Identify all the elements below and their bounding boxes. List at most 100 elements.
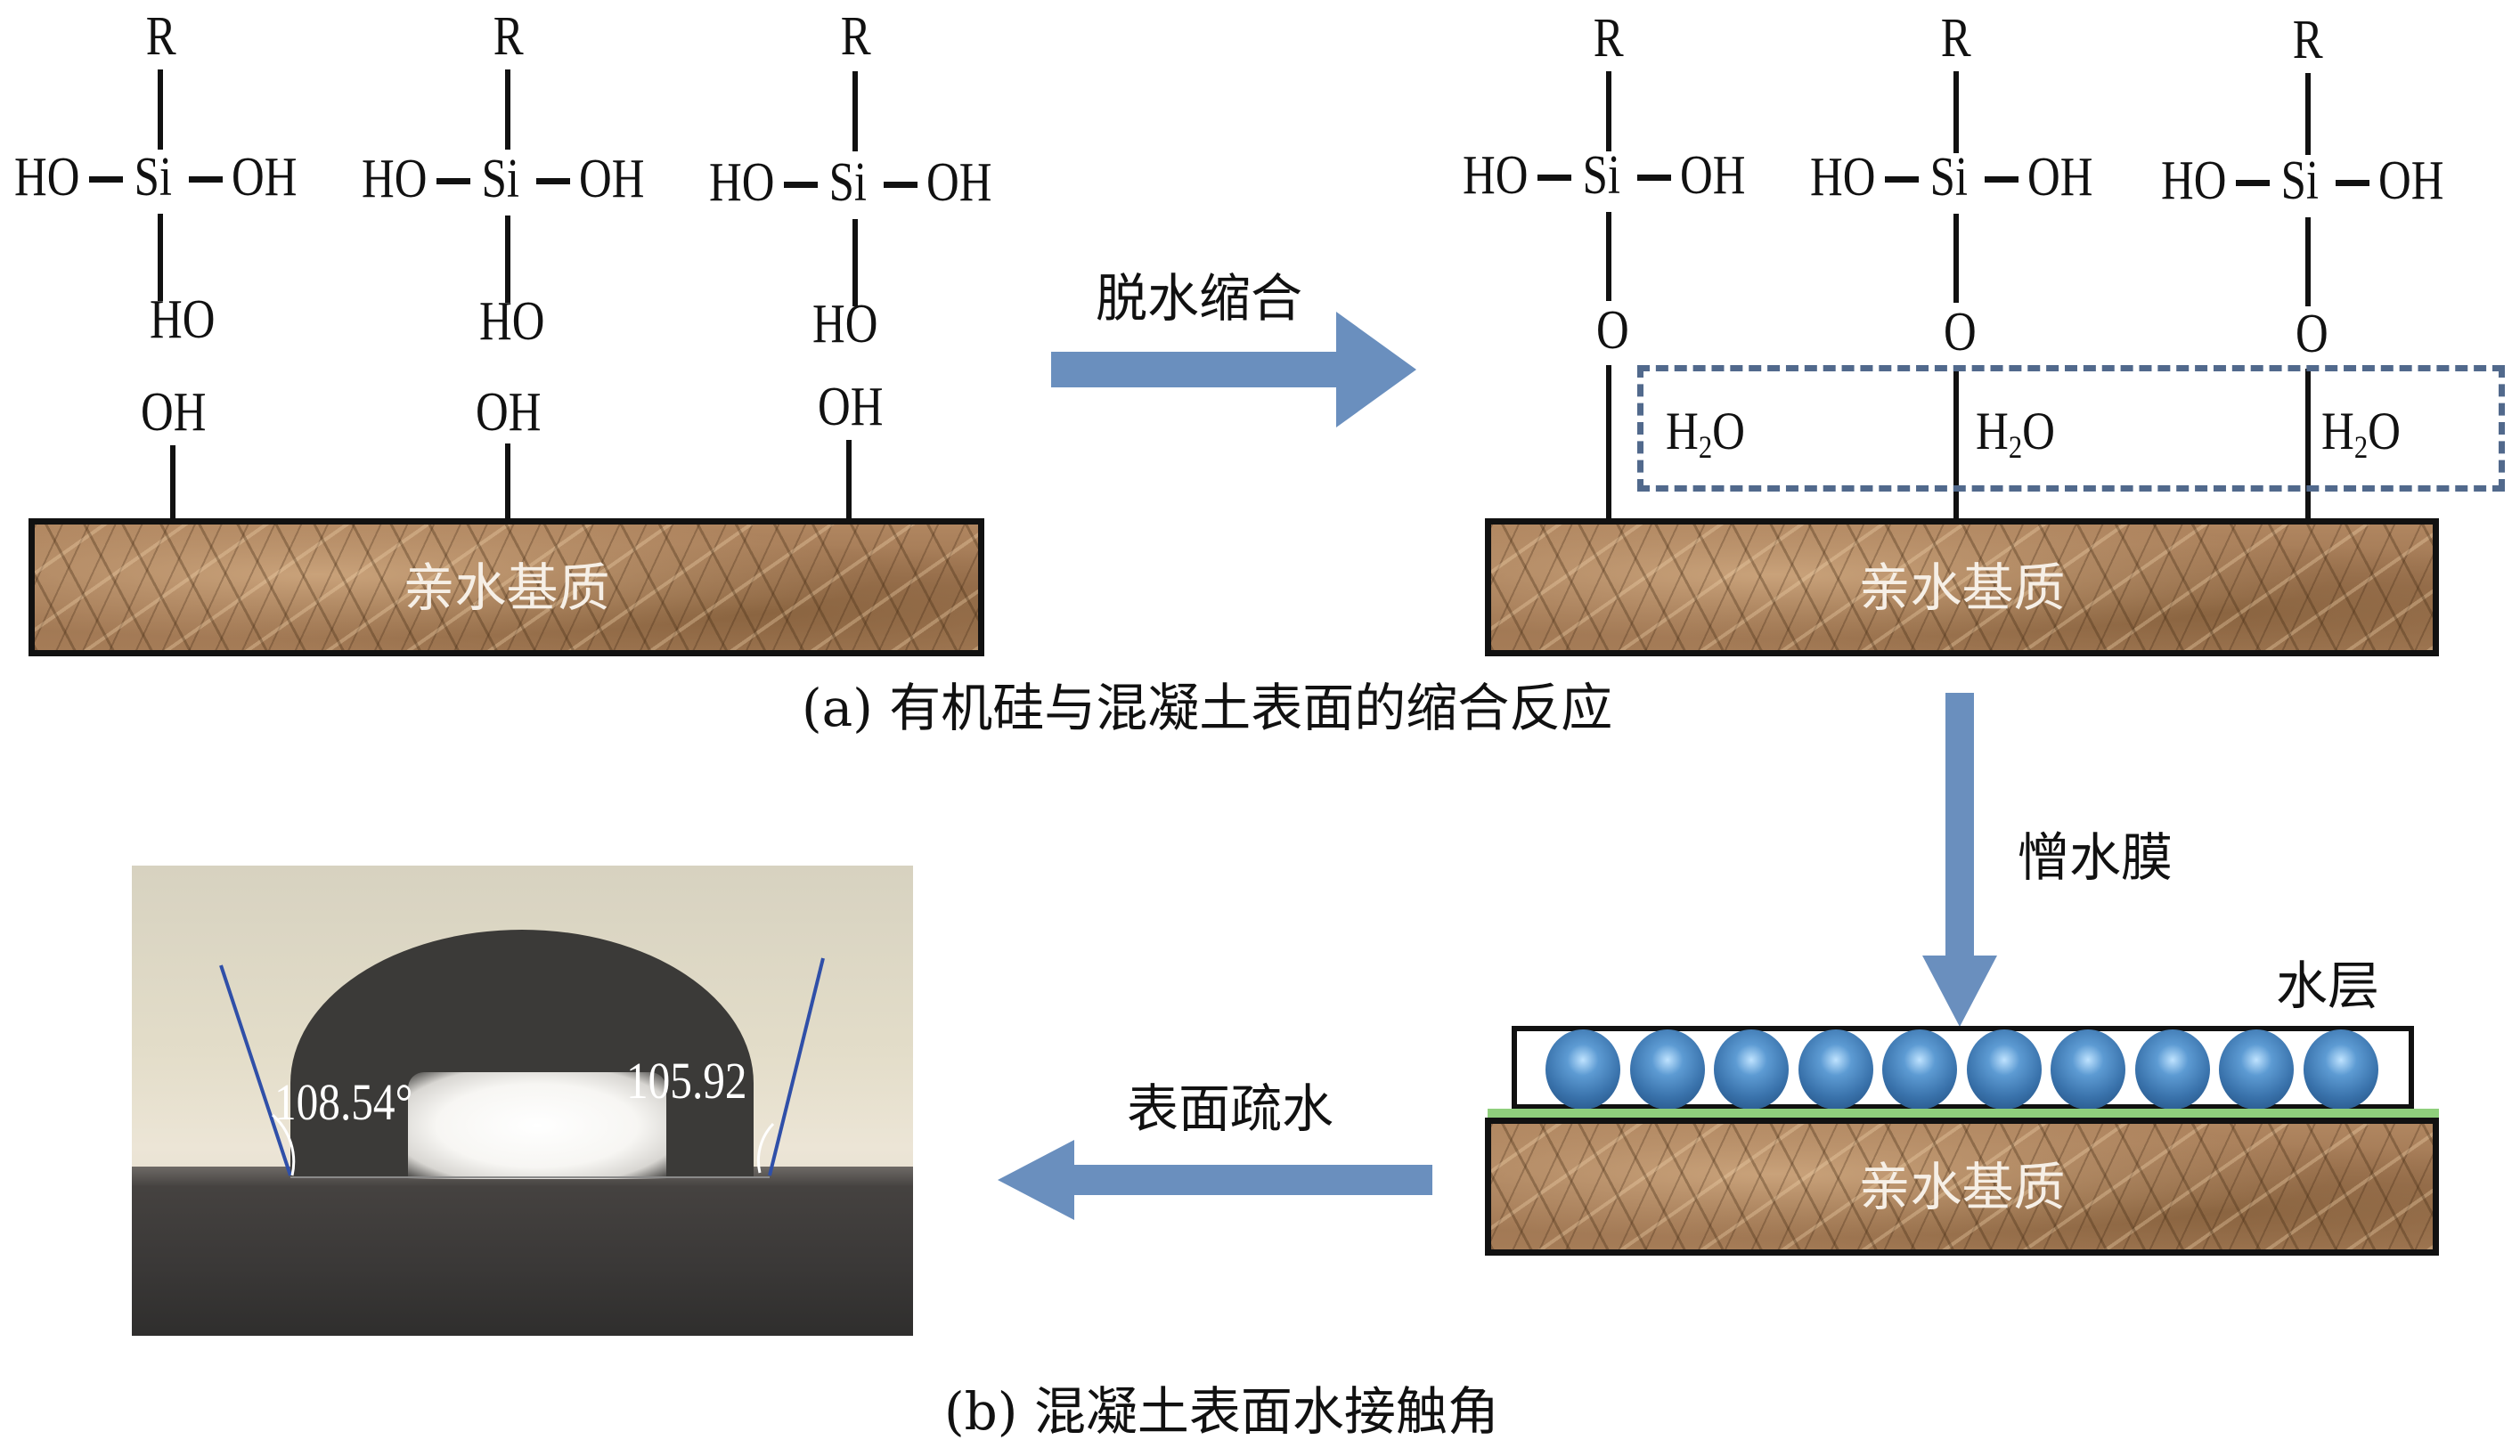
water-droplet <box>2219 1029 2295 1110</box>
r-group-label: R <box>1593 8 1624 69</box>
bond-line <box>852 71 858 151</box>
hydroxyl-label: OH <box>1680 145 1746 206</box>
water-droplet <box>1798 1029 1873 1110</box>
bond-line <box>505 443 510 521</box>
hydroxyl-label: HO <box>1810 147 1876 207</box>
r-group-label: R <box>493 6 524 67</box>
bond-line <box>1606 71 1611 151</box>
water-droplet <box>2134 1029 2210 1110</box>
hydroxyl-label: HO <box>709 152 775 213</box>
right-arrow-icon <box>1051 312 1425 427</box>
bond-line <box>1606 212 1611 301</box>
water-molecule-label: H2O <box>1666 402 1745 465</box>
hydroxyl-label: HO <box>14 147 80 207</box>
bond-line <box>505 69 510 150</box>
bond-line <box>189 176 223 183</box>
bond-line <box>852 219 858 306</box>
hydroxyl-label: OH <box>2378 150 2444 211</box>
silicon-label: Si <box>828 152 868 213</box>
bond-line <box>1606 365 1611 521</box>
water-droplet <box>2051 1029 2126 1110</box>
bond-line <box>2236 180 2270 186</box>
water-droplet <box>1714 1029 1790 1110</box>
hydrophobic-film <box>1488 1109 2439 1118</box>
bond-line <box>89 176 123 183</box>
r-group-label: R <box>1940 8 1971 69</box>
reaction-arrow-label: 脱水缩合 <box>1096 268 1303 329</box>
hydroxyl-label: HO <box>1463 145 1529 206</box>
drop-highlight <box>408 1072 666 1179</box>
hydroxyl-label: HO <box>362 149 428 209</box>
water-droplet <box>1629 1029 1705 1110</box>
down-arrow-icon <box>1915 693 2004 1031</box>
bond-line <box>2305 73 2311 155</box>
silicon-label: Si <box>2280 150 2320 211</box>
water-droplet <box>2304 1029 2378 1110</box>
right-contact-angle: 105.92 <box>626 1052 747 1110</box>
substrate-label: 亲水基质 <box>1858 557 2066 618</box>
surface-hydroxyl-label: OH <box>818 377 884 437</box>
tangent-lines <box>219 957 825 1178</box>
silicon-label: Si <box>1582 145 1621 206</box>
oxygen-label: O <box>1596 300 1629 361</box>
hydroxyl-label: HO <box>150 289 216 350</box>
water-droplet <box>1545 1029 1620 1110</box>
contact-angle-photo: 108.54° 105.92 <box>132 866 913 1336</box>
water-droplet <box>1966 1029 2042 1110</box>
caption-a: (a) 有机硅与混凝土表面的缩合反应 <box>802 678 1613 738</box>
bond-line <box>1953 71 1959 153</box>
hydroxyl-label: HO <box>2161 150 2227 211</box>
oxygen-label: O <box>1944 302 1977 362</box>
silicon-label: Si <box>134 147 173 207</box>
r-group-label: R <box>145 6 176 67</box>
bond-line <box>2336 180 2369 186</box>
film-arrow-label: 憎水膜 <box>2018 827 2173 888</box>
bond-line <box>536 178 570 184</box>
bond-line <box>1637 175 1671 181</box>
bond-line <box>158 69 163 150</box>
hydrophilic-substrate: 亲水基质 <box>1485 518 2439 656</box>
hydrophilic-substrate: 亲水基质 <box>29 518 984 656</box>
bond-line <box>784 182 818 188</box>
surface-hydroxyl-label: OH <box>476 382 542 443</box>
hydroxyl-label: OH <box>926 152 992 213</box>
substrate-label: 亲水基质 <box>403 557 610 618</box>
bond-line <box>158 214 163 301</box>
hydroxyl-label: OH <box>2027 147 2093 207</box>
surface-shadow <box>132 1167 913 1336</box>
bond-line <box>1953 367 1959 521</box>
bond-line <box>1885 176 1919 183</box>
bond-line <box>2305 217 2311 306</box>
left-contact-angle: 108.54° <box>274 1073 413 1131</box>
bond-line <box>846 440 852 521</box>
water-layer-label: 水层 <box>2276 956 2380 1016</box>
bond-line <box>1953 214 1959 303</box>
bond-line <box>436 178 470 184</box>
left-arrow-icon <box>998 1140 1434 1220</box>
bond-line <box>2305 369 2311 521</box>
hydrophobic-arrow-label: 表面疏水 <box>1127 1078 1334 1139</box>
water-molecule-label: H2O <box>2321 402 2401 465</box>
water-droplet <box>1882 1029 1958 1110</box>
silicon-label: Si <box>1929 147 1969 207</box>
hydroxyl-label: HO <box>479 291 545 352</box>
substrate-label: 亲水基质 <box>1858 1156 2066 1217</box>
water-byproduct-box <box>1637 365 2505 492</box>
bond-line <box>170 445 175 521</box>
r-group-label: R <box>2292 10 2323 70</box>
hydroxyl-label: HO <box>812 294 878 354</box>
hydroxyl-label: OH <box>232 147 298 207</box>
r-group-label: R <box>840 6 871 67</box>
water-molecule-label: H2O <box>1976 402 2055 465</box>
bond-line <box>884 182 917 188</box>
hydrophilic-substrate: 亲水基质 <box>1485 1118 2439 1256</box>
hydroxyl-label: OH <box>579 149 645 209</box>
bond-line <box>1985 176 2018 183</box>
caption-b: (b) 混凝土表面水接触角 <box>944 1381 1499 1442</box>
bond-line <box>1537 175 1571 181</box>
bond-line <box>505 216 510 303</box>
surface-hydroxyl-label: OH <box>141 382 207 443</box>
oxygen-label: O <box>2296 304 2328 364</box>
silicon-label: Si <box>481 149 520 209</box>
